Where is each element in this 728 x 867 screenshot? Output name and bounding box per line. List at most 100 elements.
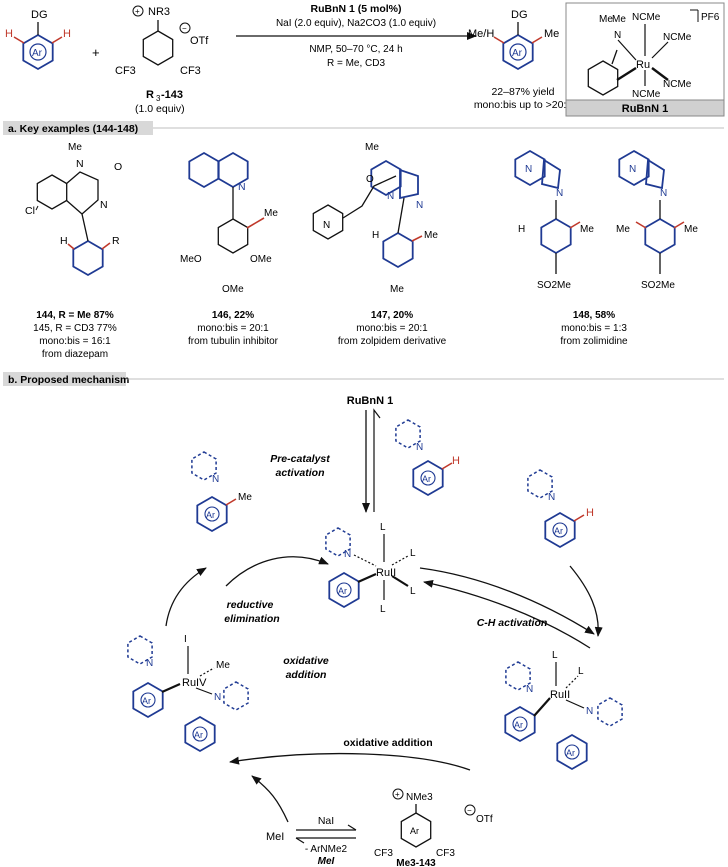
svg-text:H: H (518, 224, 525, 235)
svg-text:RuII: RuII (376, 567, 396, 579)
arrow-top-1: RuBnN 1 (5 mol%) (310, 3, 401, 15)
svg-text:elimination: elimination (224, 613, 279, 625)
pf6-label: PF6 (701, 12, 720, 23)
svg-text:N: N (344, 549, 351, 560)
svg-text:N: N (525, 164, 532, 175)
svg-text:Me: Me (365, 142, 379, 153)
svg-text:Me: Me (424, 230, 438, 241)
svg-text:RuII: RuII (550, 689, 570, 701)
svg-text:N: N (100, 199, 108, 211)
svg-text:from zolpidem derivative: from zolpidem derivative (338, 336, 447, 347)
svg-text:L: L (552, 650, 558, 661)
svg-text:Ar: Ar (410, 826, 419, 836)
svg-text:Cl: Cl (25, 205, 35, 217)
svg-text:CF3: CF3 (374, 848, 393, 859)
example-146-structure: N Me MeO OMe OMe (180, 152, 278, 295)
plus-sign: + (92, 45, 100, 60)
svg-text:Me: Me (264, 208, 278, 219)
svg-text:RuIV: RuIV (182, 677, 207, 689)
incoming-ligand-right: N Ar H (527, 469, 594, 548)
svg-text:N: N (387, 191, 394, 202)
example-144-caption: 144, R = Me 87% 145, R = CD3 77% mono:bi… (33, 310, 117, 360)
svg-text:a. Key examples (144-148): a. Key examples (144-148) (8, 123, 138, 135)
svg-text:144, R = Me 87%: 144, R = Me 87% (36, 310, 114, 321)
svg-text:reductive: reductive (227, 599, 274, 611)
arrow-ch-activation-reverse (423, 579, 591, 649)
ru4-complex-left: N Ar RuIV I Me N Ar (127, 634, 249, 752)
svg-text:L: L (410, 586, 416, 597)
arrow-oxidative-addition (229, 752, 471, 771)
svg-text:NCMe: NCMe (632, 12, 661, 23)
salt-label: Me3-143 (396, 858, 436, 867)
ar-label: Ar (32, 48, 43, 59)
mei-label: MeI (266, 831, 284, 843)
svg-text:147, 20%: 147, 20% (371, 310, 413, 321)
svg-text:NCMe: NCMe (632, 89, 661, 100)
svg-text:Ar: Ar (338, 586, 347, 596)
svg-text:Me: Me (68, 142, 82, 153)
precat-1: Pre-catalyst (270, 453, 330, 465)
example-148-mono-structure: N N H Me SO2Me (514, 150, 594, 291)
svg-text:N: N (629, 164, 636, 175)
reagent-r3-143: + NR3 − OTf CF3 CF3 R 3 -143 (1.0 equiv) (115, 5, 209, 115)
svg-text:addition: addition (286, 669, 327, 681)
svg-text:R: R (112, 235, 120, 247)
incoming-ligand-top: N Ar H (395, 419, 460, 496)
product-me: Me (544, 28, 559, 40)
section-b-header: b. Proposed mechanism (3, 372, 724, 386)
cf3-left: CF3 (115, 65, 136, 77)
svg-text:N: N (323, 220, 330, 231)
arrow-to-product (165, 567, 207, 627)
svg-text:N: N (214, 692, 221, 703)
oxidative-addition-label: oxidative addition (343, 737, 432, 749)
svg-text:mono:bis = 1:3: mono:bis = 1:3 (561, 323, 627, 334)
svg-text:H: H (60, 235, 68, 247)
svg-text:N: N (416, 200, 423, 211)
svg-text:NMe3: NMe3 (406, 792, 433, 803)
me3-143-salt: + NMe3 − OTf Ar CF3 CF3 Me3-143 (374, 788, 493, 867)
svg-text:N: N (76, 158, 84, 170)
svg-text:from diazepam: from diazepam (42, 349, 108, 360)
svg-text:NCMe: NCMe (663, 79, 692, 90)
svg-text:Ar: Ar (194, 730, 203, 740)
product-arene: DG Me/H Me Ar 22–87% yield mono:bis up t… (468, 9, 572, 111)
section-a-header: a. Key examples (144-148) (3, 121, 724, 135)
svg-text:I: I (184, 634, 187, 645)
otf-label: OTf (190, 35, 209, 47)
svg-text:SO2Me: SO2Me (537, 280, 571, 291)
ru2-bis-complex-right: N Ar RuII L L N Ar (504, 650, 623, 770)
arrow-bottom-2: R = Me, CD3 (327, 58, 386, 69)
svg-text:N: N (586, 706, 593, 717)
arrow-mei-in (251, 775, 289, 823)
svg-text:+: + (395, 790, 400, 799)
svg-text:L: L (578, 666, 584, 677)
example-148-caption: 148, 58% mono:bis = 1:3 from zolimidine (560, 310, 628, 347)
cf3-right: CF3 (180, 65, 201, 77)
svg-text:Me: Me (684, 224, 698, 235)
svg-text:N: N (548, 492, 555, 503)
svg-text:Ar: Ar (142, 696, 151, 706)
reaction-arrow: RuBnN 1 (5 mol%) NaI (2.0 equiv), Na2CO3… (236, 3, 477, 69)
h-left: H (5, 28, 13, 40)
reagent-label: R (146, 89, 154, 101)
svg-text:from zolimidine: from zolimidine (560, 336, 628, 347)
arnme2-label: - ArNMe2 (305, 844, 348, 855)
substrate-arene: DG H H Ar (5, 9, 71, 70)
svg-text:N: N (556, 188, 563, 199)
precat-2: activation (275, 467, 324, 479)
svg-text:Me: Me (599, 14, 613, 25)
arrow-reductive (225, 556, 329, 587)
svg-text:NCMe: NCMe (663, 32, 692, 43)
yield-text: 22–87% yield (491, 86, 554, 98)
ru2-complex-center: N Ar RuII L L L L (325, 522, 416, 615)
catalyst-name: RuBnN 1 (622, 103, 668, 115)
svg-text:Me: Me (612, 14, 626, 25)
arrow-bottom-1: NMP, 50–70 °C, 24 h (309, 44, 402, 55)
aromatic-ring (29, 43, 47, 61)
svg-text:Me: Me (238, 492, 252, 503)
svg-text:H: H (586, 507, 594, 519)
svg-text:Me: Me (390, 284, 404, 295)
svg-text:from tubulin inhibitor: from tubulin inhibitor (188, 336, 279, 347)
svg-text:mono:bis = 20:1: mono:bis = 20:1 (197, 323, 269, 334)
